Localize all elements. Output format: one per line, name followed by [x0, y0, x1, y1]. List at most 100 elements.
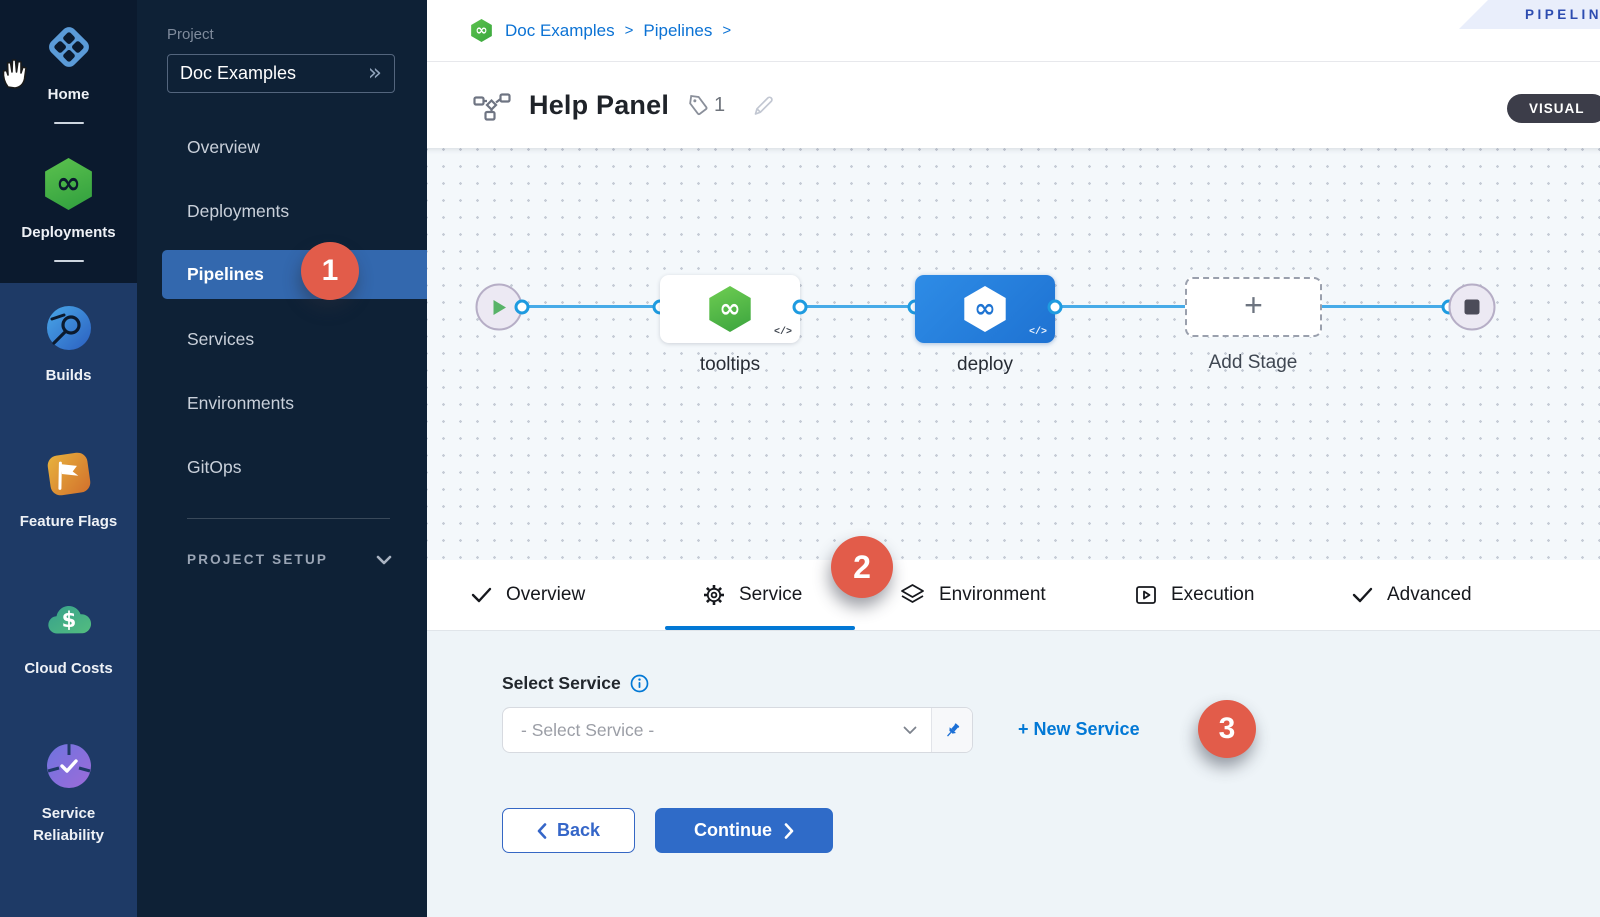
sidebar-item-label: Feature Flags — [19, 513, 118, 530]
harness-logo-icon: ∞ — [471, 19, 492, 42]
annotation-badge-2: 2 — [831, 536, 893, 598]
builds-icon — [44, 303, 94, 353]
home-active-underline — [53, 121, 84, 124]
stage-node-tooltips[interactable]: ∞ </> — [660, 275, 800, 343]
dropdown-placeholder: - Select Service - — [521, 719, 655, 740]
nav-label: GitOps — [187, 457, 242, 477]
info-icon[interactable] — [630, 674, 649, 693]
tab-execution[interactable]: Execution — [1135, 560, 1254, 630]
play-icon — [493, 299, 506, 315]
project-setup-toggle[interactable]: PROJECT SETUP — [187, 552, 392, 567]
tab-label: Advanced — [1387, 584, 1472, 605]
visual-toggle-label: VISUAL — [1529, 101, 1585, 116]
play-box-icon — [1136, 586, 1156, 604]
stage-label: deploy — [957, 354, 1013, 375]
mouse-cursor-hand-icon — [1, 56, 29, 95]
annotation-badge-3: 3 — [1198, 700, 1256, 758]
nav-label: Deployments — [187, 201, 290, 221]
project-nav-pipelines[interactable]: Pipelines — [162, 250, 427, 299]
pipeline-end-node[interactable] — [1448, 283, 1496, 331]
project-nav-environments[interactable]: Environments — [137, 379, 427, 428]
chevron-left-icon — [537, 822, 547, 839]
tab-environment[interactable]: Environment — [900, 560, 1046, 630]
new-service-link[interactable]: + New Service — [1018, 719, 1140, 739]
visual-yaml-toggle[interactable]: VISUAL — [1507, 94, 1600, 123]
breadcrumb-separator: > — [722, 22, 732, 39]
tab-overview[interactable]: Overview — [471, 560, 585, 630]
project-name: Doc Examples — [180, 63, 297, 83]
breadcrumb-separator: > — [624, 22, 634, 39]
nav-label: Pipelines — [187, 264, 264, 284]
sidebar-item-home[interactable]: Home — [0, 22, 137, 124]
project-nav-deployments[interactable]: Deployments — [137, 187, 427, 236]
select-service-label: Select Service — [502, 673, 621, 693]
gear-icon — [704, 585, 724, 605]
service-reliability-icon — [44, 741, 94, 791]
tab-label: Service — [739, 584, 803, 605]
tag-icon — [689, 94, 708, 115]
tag-count: 1 — [714, 94, 726, 116]
back-button[interactable]: Back — [502, 808, 635, 853]
module-sidebar-highlight-bg — [0, 283, 137, 917]
svg-text:$: $ — [61, 607, 76, 632]
project-sidebar: Project Doc Examples » Overview Deployme… — [137, 0, 427, 917]
connector-port[interactable] — [1047, 299, 1063, 315]
annotation-badge-1: 1 — [301, 242, 359, 300]
pin-button[interactable] — [931, 708, 972, 752]
code-glyph: </> — [773, 327, 792, 338]
breadcrumb-project-link[interactable]: Doc Examples — [505, 20, 615, 40]
add-stage-button[interactable]: + — [1185, 277, 1322, 337]
chevron-down-icon — [903, 726, 917, 735]
pipeline-flowchart-icon — [473, 91, 511, 121]
sidebar-item-feature-flags[interactable]: Feature Flags — [0, 449, 137, 533]
pipeline-canvas[interactable]: ∞ </> tooltips ∞ </> deploy + Add Stage — [427, 148, 1600, 560]
stop-icon — [1464, 299, 1480, 315]
deployments-icon: ∞ — [45, 158, 92, 210]
stage-node-deploy[interactable]: ∞ </> — [915, 275, 1055, 343]
project-nav-overview[interactable]: Overview — [137, 123, 427, 172]
connector-port[interactable] — [792, 299, 808, 315]
sidebar-item-builds[interactable]: Builds — [0, 303, 137, 387]
tab-advanced[interactable]: Advanced — [1352, 560, 1472, 630]
sidebar-item-cloud-costs[interactable]: $ Cloud Costs — [0, 596, 137, 680]
sidebar-item-label: Deployments — [21, 224, 116, 241]
add-stage-label: Add Stage — [1208, 352, 1298, 373]
feature-flags-icon — [44, 449, 94, 499]
edit-pencil-icon[interactable] — [751, 94, 775, 118]
sidebar-item-deployments[interactable]: ∞ Deployments — [0, 158, 137, 262]
stage-label: tooltips — [699, 354, 761, 375]
project-nav-gitops[interactable]: GitOps — [137, 443, 427, 492]
sidebar-item-label: Service Reliability — [33, 805, 104, 844]
code-glyph: </> — [1028, 327, 1047, 338]
check-icon — [1352, 587, 1373, 603]
stage-tab-bar: Overview Service Environment Execution A… — [427, 560, 1600, 631]
sidebar-item-label: Home — [47, 86, 90, 103]
harness-stage-icon: ∞ — [709, 286, 751, 332]
project-nav-services[interactable]: Services — [137, 315, 427, 364]
home-icon — [44, 22, 94, 72]
page-title: Help Panel — [529, 90, 670, 120]
nav-label: Overview — [187, 137, 260, 157]
nav-label: Environments — [187, 393, 294, 413]
harness-stage-icon: ∞ — [964, 286, 1006, 332]
breadcrumb-pipelines-link[interactable]: Pipelines — [643, 20, 713, 40]
breadcrumb: ∞ Doc Examples > Pipelines > PIPELIN — [427, 0, 1600, 62]
select-service-dropdown[interactable]: - Select Service - — [502, 707, 973, 753]
project-section-label: Project — [167, 26, 214, 43]
deployments-active-underline — [53, 259, 84, 262]
connector-port[interactable] — [514, 299, 530, 315]
cloud-costs-icon: $ — [44, 596, 94, 646]
sidebar-item-service-reliability[interactable]: Service Reliability — [0, 741, 137, 847]
expand-double-chevron-icon[interactable]: » — [367, 60, 382, 86]
chevron-right-icon — [784, 822, 794, 839]
tags-indicator[interactable]: 1 — [687, 94, 725, 117]
main-content: ∞ Doc Examples > Pipelines > PIPELIN Hel… — [427, 0, 1600, 917]
sidebar-divider — [187, 518, 390, 519]
tab-label: Environment — [939, 584, 1046, 605]
select-service-row: Select Service — [502, 673, 649, 694]
continue-button[interactable]: Continue — [655, 808, 833, 853]
project-selector[interactable]: Doc Examples » — [167, 54, 395, 93]
pin-icon — [946, 722, 959, 736]
nav-label: Services — [187, 329, 255, 349]
tab-service[interactable]: Service — [664, 560, 856, 630]
